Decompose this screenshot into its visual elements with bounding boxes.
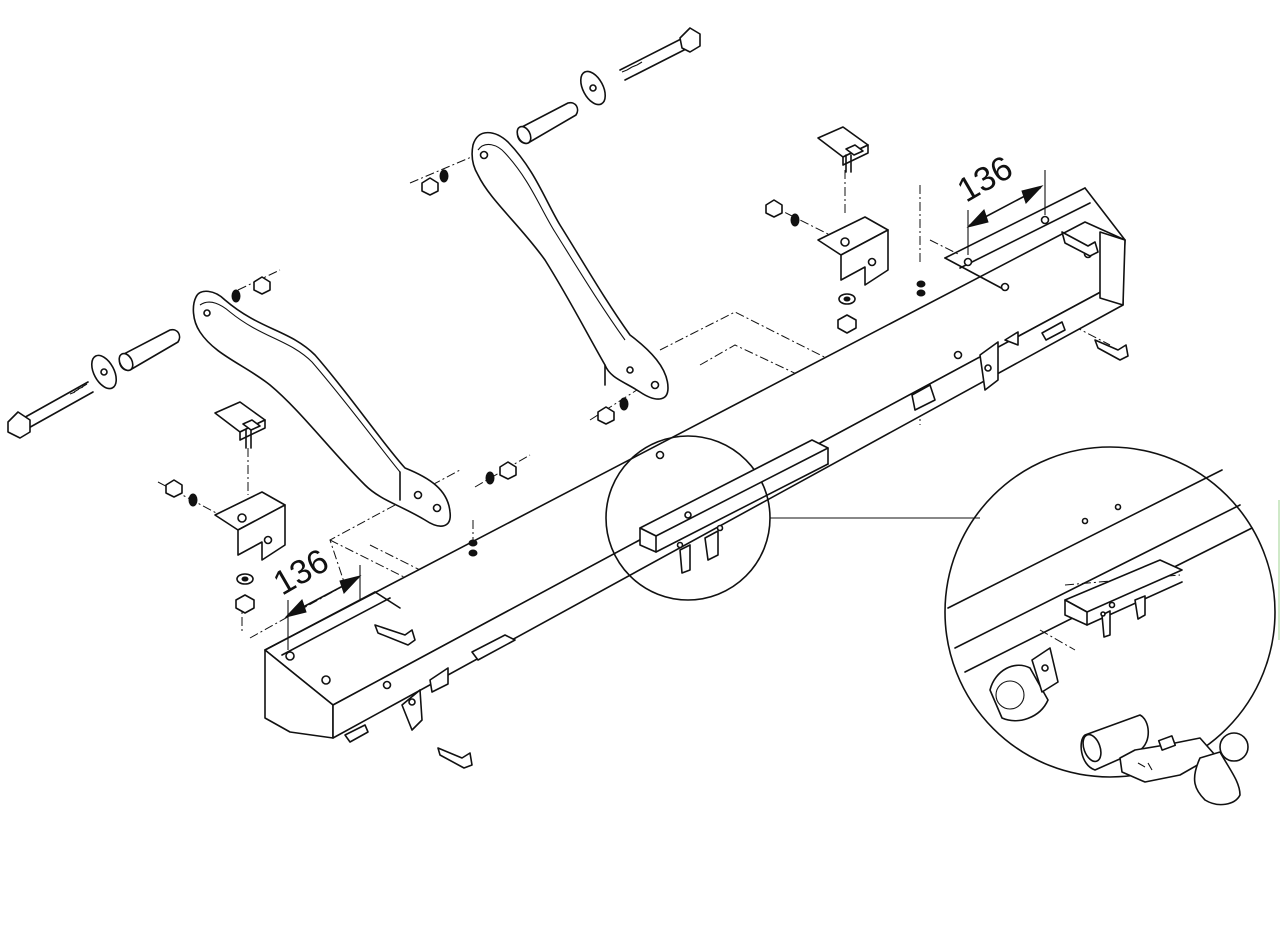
dimension-right: 136 — [951, 149, 1046, 255]
left-mounting-arm — [192, 290, 451, 527]
angle-bracket-left — [214, 491, 286, 561]
detail-callout-large — [944, 446, 1276, 806]
detail-callout-small — [605, 435, 829, 601]
right-mounting-arm — [471, 131, 669, 400]
fasteners — [165, 169, 1129, 769]
clamp-plate-right — [817, 126, 869, 173]
angle-bracket-right — [817, 216, 889, 286]
spacer-tube-left — [90, 328, 181, 390]
spacer-tube-right — [516, 70, 607, 145]
long-bolt-left — [7, 381, 94, 439]
long-bolt-right — [619, 27, 701, 81]
dimension-label-right: 136 — [951, 149, 1019, 210]
beam-lower-brackets — [401, 331, 1019, 731]
clamp-plate-left — [214, 401, 266, 449]
